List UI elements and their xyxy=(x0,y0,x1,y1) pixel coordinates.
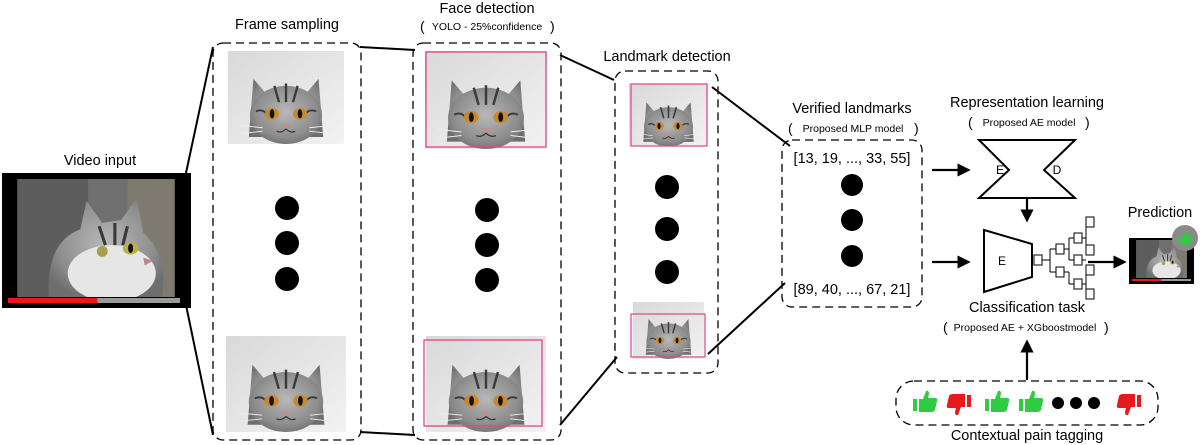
verified-landmarks-label: Verified landmarks xyxy=(792,101,911,117)
video-thumbnail xyxy=(15,179,177,297)
face-detection-ellipsis xyxy=(475,198,499,292)
pain-tagging-box xyxy=(895,380,1159,426)
face-detection-subtitle: YOLO - 25%confidence xyxy=(432,21,542,33)
thumb-down-icon xyxy=(946,394,971,416)
thumb-up-icon xyxy=(985,390,1010,412)
thumb-up-icon xyxy=(1019,390,1044,412)
verified-landmarks-ellipsis xyxy=(841,174,863,267)
classifier-encoder-label: E xyxy=(998,254,1006,268)
face-detection-label: Face detection xyxy=(439,1,534,17)
face-bbox-last xyxy=(423,339,543,427)
autoencoder-decoder-label: D xyxy=(1053,163,1062,177)
face-frame-first xyxy=(423,51,549,149)
landmark-detection-label: Landmark detection xyxy=(603,49,730,65)
landmarks-vector-last: [89, 40, ..., 67, 21] xyxy=(794,282,911,298)
prediction-label: Prediction xyxy=(1128,205,1192,221)
connector-lines xyxy=(185,46,791,436)
classification-task-paren-close: ) xyxy=(1104,319,1109,335)
verified-landmarks-paren-open: ( xyxy=(788,120,793,136)
representation-learning-label: Representation learning xyxy=(950,95,1104,111)
frame-sampling-box xyxy=(212,42,362,441)
face-detection-paren-close: ) xyxy=(550,18,555,34)
landmark-bbox-first xyxy=(630,83,708,147)
frame-sampling-label: Frame sampling xyxy=(235,17,339,33)
face-detection-box xyxy=(412,42,562,441)
contextual-pain-tagging-label: Contextual pain tagging xyxy=(951,428,1103,444)
verified-landmarks-paren-close: ) xyxy=(914,120,919,136)
xgboost-tree xyxy=(1033,216,1095,300)
frame-sampling-ellipsis xyxy=(275,196,299,291)
sampled-frame-first xyxy=(226,51,346,144)
classification-task-label: Classification task xyxy=(969,300,1086,316)
verified-landmarks-subtitle: Proposed MLP model xyxy=(803,123,904,135)
flow-arrows xyxy=(932,163,1127,380)
classification-task-subtitle: Proposed AE + XGboostmodel xyxy=(954,322,1097,334)
classification-task-paren-open: ( xyxy=(943,319,948,335)
landmark-detection-box xyxy=(614,70,719,374)
landmark-bbox-last xyxy=(630,313,706,358)
landmark-frame-last xyxy=(632,302,705,359)
representation-learning-paren-close: ) xyxy=(1085,114,1090,130)
face-frame-last xyxy=(424,336,548,432)
landmark-frame-first xyxy=(629,83,708,147)
classifier-encoder-shape xyxy=(983,228,1033,294)
verified-landmarks-box xyxy=(781,139,923,308)
face-bbox-first xyxy=(425,51,547,148)
representation-learning-paren-open: ( xyxy=(968,114,973,130)
representation-learning-subtitle: Proposed AE model xyxy=(983,117,1076,129)
pain-tag-row xyxy=(913,390,1141,416)
face-detection-paren-open: ( xyxy=(420,18,425,34)
autoencoder-encoder-label: E xyxy=(996,163,1004,177)
thumb-up-icon xyxy=(913,390,938,412)
autoencoder-shape xyxy=(976,139,1078,199)
video-progress-fill xyxy=(8,298,98,303)
prediction-progress-fill xyxy=(1132,279,1162,281)
thumb-down-icon xyxy=(1116,394,1141,416)
landmarks-vector-first: [13, 19, ..., 33, 55] xyxy=(794,151,911,167)
pain-tag-ellipsis xyxy=(1052,397,1100,409)
video-input-label: Video input xyxy=(64,153,136,169)
sampled-frame-last xyxy=(224,336,348,432)
landmark-detection-ellipsis xyxy=(655,175,679,284)
